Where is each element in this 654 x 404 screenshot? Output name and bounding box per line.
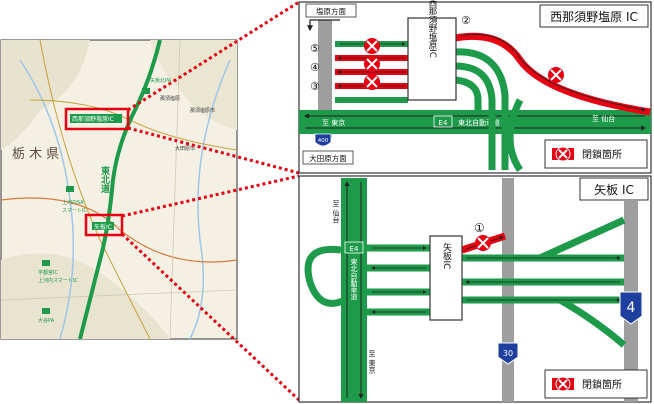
expressway-code-plate [344,241,364,254]
expressway-label: 東北道 [99,165,110,194]
legend-label: 閉鎖箇所 [582,148,622,161]
panel-title: 矢板 IC [594,183,634,197]
expressway-code-plate [433,115,453,128]
ic-label: 矢板IC [441,241,452,269]
map-small-label: 大田原市 [175,145,195,152]
ramp [454,48,509,170]
expressway-code: E4 [439,119,448,127]
direction-label-box [305,3,357,18]
closure-symbol [548,67,564,83]
pa-icon [42,260,50,266]
prefecture-label: 栃 木 県 [12,147,59,162]
marker-4: ④ [310,61,320,74]
pa-icon [42,308,50,314]
route-shield-small [497,342,519,365]
marker-1: ① [474,221,485,235]
ramp [454,62,496,170]
ramp [454,76,482,110]
panel-title-box [579,177,649,201]
expressway-mainline [341,178,367,402]
to-north-label: 至 仙台 [332,200,340,224]
label-plate [70,114,122,123]
panel-title: 西那須野塩原 IC [550,9,638,24]
expressway-mainline [299,110,651,134]
expressway-code: E4 [350,245,359,253]
closure-symbol [364,74,380,90]
closure-symbol [555,146,571,162]
label-plate [92,222,114,230]
expressway-name: 東北自動車道 [350,257,358,301]
connector-line [127,0,300,112]
callout-connectors [120,0,301,402]
panel-title-box [539,4,649,28]
ramp [558,296,627,348]
local-road [318,20,332,138]
map-small-label: 那須塩原 [160,95,180,102]
marker-2: ② [461,14,471,27]
map-small-label: 上河内SA [62,199,84,206]
ramp [538,216,626,262]
legend-label: 閉鎖箇所 [582,378,622,391]
highlight-label: 西那須野塩原IC [72,115,114,123]
marker-5: ⑤ [310,42,320,55]
route-shield-large [619,291,643,325]
direction-top-label: 塩原方面 [316,6,346,16]
direction-bottom-label: 大田原方面 [309,153,347,163]
local-road [169,39,181,340]
map-small-label: 那須塩原市 [190,107,215,114]
highlight-label: 矢板IC [94,223,112,231]
closure-symbol [364,38,380,54]
panel-yaita: 矢板 IC 至 仙台 至 東京 E4 東北自動車道 [298,175,652,403]
ramp [304,245,347,307]
expressway-name: 東北自動車道 [458,118,500,127]
direction-arrow [307,19,340,32]
panel-nishinasuno: 西那須野塩原 IC 塩原方面 至 東京 至 仙台 E4 東北自動車道 400 大… [298,0,652,174]
route-shield-number: 400 [318,138,329,144]
to-west-label: 至 東京 [322,118,345,127]
highlight-yaita [84,213,124,237]
route-shield-small-number: 30 [503,349,513,358]
pa-icon [142,88,150,94]
highlight-nishinasuno [64,107,130,131]
local-road [0,289,238,301]
ic-toll-plaza [407,17,457,101]
terrain-area [1,40,90,150]
direction-label-box [302,150,354,165]
ic-toll-plaza [429,235,463,321]
closure-symbol [475,235,491,251]
connector-line [121,174,300,218]
closure-symbol [364,56,380,72]
map-small-label: 上河内スマートIC [38,277,78,284]
closed-ramp [454,32,651,116]
route-shield [314,133,332,147]
ic-label: 西那須野塩原IC [427,0,437,58]
to-south-label: 至 東京 [368,350,376,374]
ramp-arrow [459,33,646,112]
map-small-label: 宇都宮IC [38,269,58,276]
ramp [506,98,524,172]
terrain-area [150,40,237,130]
marker-3: ③ [310,80,320,93]
connector-line [120,232,301,402]
route-shield-large-number: 4 [627,300,636,316]
pa-icon [66,186,74,192]
closure-symbol [555,376,571,392]
local-road [502,178,514,402]
to-east-label: 至 仙台 [592,114,615,123]
local-road [0,197,238,263]
map-small-label: 大谷PA [38,317,55,324]
river [19,59,75,340]
map-small-label: スマートIC [62,208,87,214]
overview-map: 栃 木 県 東北道 矢板北PA 那須塩原 那須塩原市 大田原市 上河内SA スマ… [0,39,238,340]
map-small-label: 矢板北PA [150,77,172,84]
